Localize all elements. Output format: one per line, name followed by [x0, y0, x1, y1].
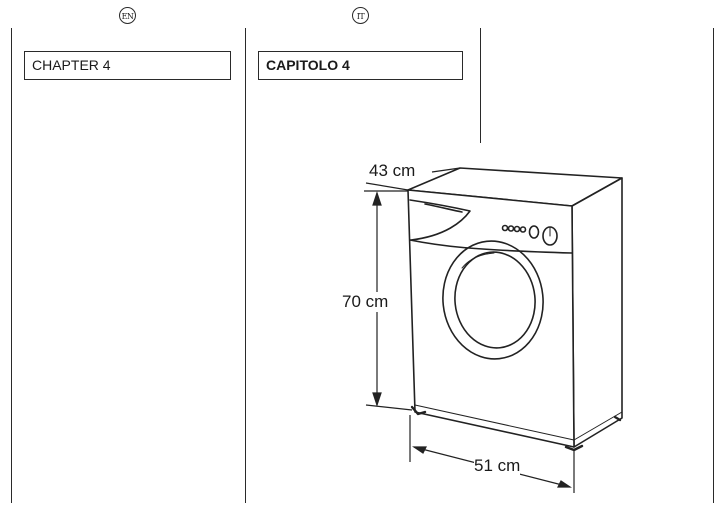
detergent-drawer	[409, 199, 471, 241]
control-button	[513, 225, 521, 233]
machine-side	[571, 177, 623, 448]
width-dimension-label: 51 cm	[474, 456, 521, 476]
chapter-heading-en: CHAPTER 4	[24, 51, 231, 80]
language-badge-en: EN	[119, 7, 136, 24]
height-dimension-label: 70 cm	[342, 292, 389, 312]
language-badge-it: IT	[352, 7, 369, 24]
column-divider-right	[480, 28, 481, 143]
porthole-door	[442, 240, 544, 360]
column-divider-left	[11, 28, 12, 503]
depth-dimension-label: 43 cm	[369, 161, 416, 181]
machine-foot	[410, 405, 427, 416]
control-button	[519, 226, 527, 233]
chapter-heading-it: CAPITOLO 4	[258, 51, 463, 80]
control-button	[507, 225, 515, 232]
column-divider-far-right	[713, 28, 714, 503]
machine-front	[407, 189, 575, 448]
control-knob	[528, 225, 540, 239]
control-button	[501, 224, 509, 232]
porthole-glass	[454, 251, 536, 349]
column-divider-middle	[245, 28, 246, 503]
